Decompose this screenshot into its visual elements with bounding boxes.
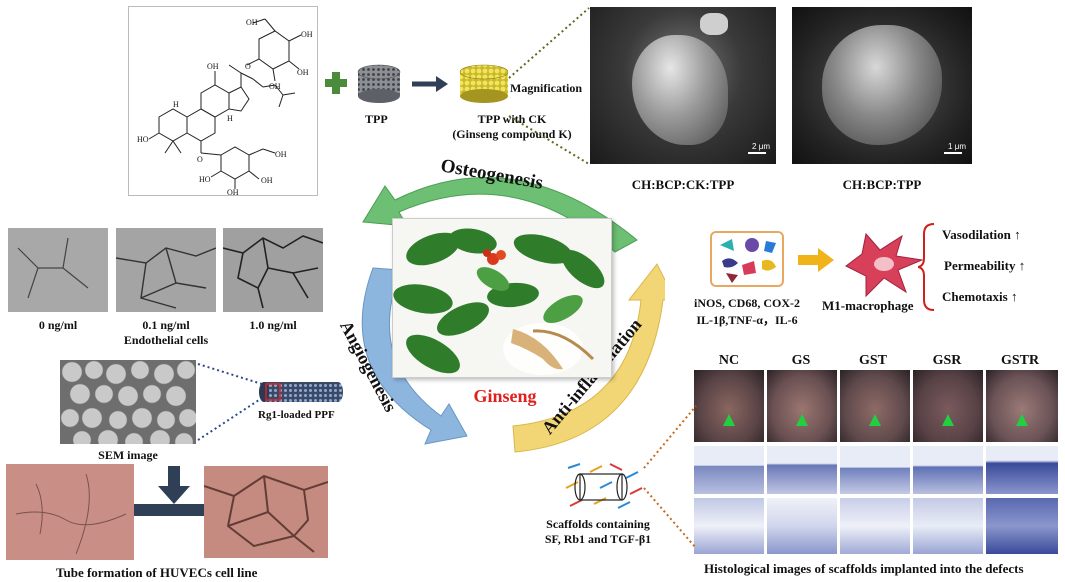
ginsenoside-structure-drawing: OH OH OH OH OH O HO O HO OH OH OH H H <box>137 18 313 197</box>
cytokine-box <box>710 231 784 287</box>
tpp-ck-label-line1: TPP with CK <box>477 112 547 126</box>
mol-label-h-1: H <box>173 100 179 109</box>
magnification-label: Magnification <box>510 81 582 95</box>
histo-bottom-nc <box>694 498 764 554</box>
endothelial-panel-10 <box>223 228 323 312</box>
tube-formation-after <box>204 466 328 558</box>
mol-label-o-2: O <box>197 155 203 164</box>
markers-line1: iNOS, CD68, COX-2 <box>693 296 800 310</box>
group-label-gst: GST <box>858 353 887 368</box>
group-label-gstr: GSTR <box>1000 353 1040 368</box>
mol-label-ho-2: HO <box>199 175 211 184</box>
ginsenoside-structure-panel: OH OH OH OH OH O HO O HO OH OH OH H H <box>128 6 318 197</box>
magnification-guide-lines <box>508 7 590 165</box>
sem-image-caption: SEM image <box>98 448 158 462</box>
mol-label-oh-2: OH <box>301 30 313 39</box>
mol-label-oh-3: OH <box>297 68 309 77</box>
microsphere-sem-image <box>60 360 196 444</box>
histo-top-gs <box>767 446 837 494</box>
tissue-photo-nc <box>694 370 764 442</box>
group-label-gs: GS <box>791 353 811 368</box>
tissue-photo-gstr <box>986 370 1058 442</box>
histo-bottom-gsr <box>913 498 983 554</box>
group-label-nc: NC <box>718 353 740 368</box>
m1-macrophage-cell <box>836 226 926 298</box>
sem2-caption: CH:BCP:TPP <box>842 177 922 192</box>
histo-top-gst <box>840 446 910 494</box>
group-label-gsr: GSR <box>932 353 962 368</box>
tpp-label: TPP <box>365 112 388 126</box>
tissue-photo-gst <box>840 370 910 442</box>
plus-icon <box>325 72 347 94</box>
sem-image-ch-bcp-tpp: 1 μm <box>792 7 972 164</box>
sem-image-ch-bcp-ck-tpp: 2 μm <box>590 7 776 164</box>
tube-formation-caption: Tube formation of HUVECs cell line <box>56 565 258 580</box>
anti-inflammation-arrow <box>512 263 665 453</box>
tpp-ck-label: TPP with CK (Ginseng compound K) <box>452 112 572 142</box>
tissue-photo-gsr <box>913 370 983 442</box>
mol-label-o-1: O <box>245 62 251 71</box>
endothelial-panel-0 <box>8 228 108 312</box>
scaffold-label: Scaffolds containing SF, Rb1 and TGF-β1 <box>528 517 668 547</box>
endothelial-cells-caption: Endothelial cells <box>123 333 209 347</box>
scaffold-line2: SF, Rb1 and TGF-β1 <box>544 532 652 546</box>
histo-top-nc <box>694 446 764 494</box>
effect-vasodilation: Vasodilation ↑ <box>942 227 1021 242</box>
mol-label-oh-4: OH <box>269 82 281 91</box>
histo-bottom-gs <box>767 498 837 554</box>
tpp-scaffold-icon <box>356 62 402 106</box>
histo-top-gsr <box>913 446 983 494</box>
endothelial-panel-01 <box>116 228 216 312</box>
tpp-ck-label-line2: (Ginseng compound K) <box>452 127 572 141</box>
tube-formation-before <box>6 464 134 560</box>
sem1-scale-label: 2 μm <box>752 142 770 151</box>
markers-label: iNOS, CD68, COX-2 IL-1β,TNF-α，IL-6 <box>692 296 802 328</box>
sem2-scale-label: 1 μm <box>948 142 966 151</box>
cycle-arrows <box>361 177 665 453</box>
ppf-guide-lines <box>197 363 263 441</box>
effect-permeability: Permeability ↑ <box>944 258 1026 273</box>
endo-label-10: 1.0 ng/ml <box>249 318 297 332</box>
endo-label-01: 0.1 ng/ml <box>142 318 190 332</box>
ginseng-plant-photo <box>392 218 612 378</box>
effects-brace <box>918 223 935 311</box>
sem1-caption: CH:BCP:CK:TPP <box>631 177 735 192</box>
mol-label-oh-8: OH <box>275 150 287 159</box>
tpp-ck-scaffold-icon <box>458 62 510 106</box>
histology-grid <box>694 370 1058 554</box>
histology-caption: Histological images of scaffolds implant… <box>704 561 1024 576</box>
sf-scaffold-icon <box>560 458 646 514</box>
arrow-right-icon <box>412 76 448 92</box>
mol-label-h-2: H <box>227 114 233 123</box>
mol-label-oh-7: OH <box>261 176 273 185</box>
m1-macrophage-label: M1-macrophage <box>822 298 914 313</box>
histo-bottom-gst <box>840 498 910 554</box>
rg1-ppf-label: Rg1-loaded PPF <box>258 409 335 421</box>
histo-top-gstr <box>986 446 1058 494</box>
ginseng-label: Ginseng <box>473 386 537 406</box>
osteogenesis-arrow <box>362 177 638 253</box>
tissue-photo-gs <box>767 370 837 442</box>
scaffold-line1: Scaffolds containing <box>546 517 650 531</box>
mol-label-oh-6: OH <box>227 188 239 197</box>
mol-label-oh-1: OH <box>246 18 258 27</box>
mol-label-ho-1: HO <box>137 135 149 144</box>
markers-line2: IL-1β,TNF-α，IL-6 <box>696 313 798 327</box>
mol-label-oh-5: OH <box>207 62 219 71</box>
histo-bottom-gstr <box>986 498 1058 554</box>
angiogenesis-arrow <box>361 267 468 445</box>
yellow-arrow-icon <box>798 248 834 272</box>
endo-label-0: 0 ng/ml <box>38 318 78 332</box>
scaffold-guide-lines <box>643 405 697 549</box>
effect-chemotaxis: Chemotaxis ↑ <box>942 289 1018 304</box>
rg1-ppf-scaffold-icon <box>258 378 344 406</box>
